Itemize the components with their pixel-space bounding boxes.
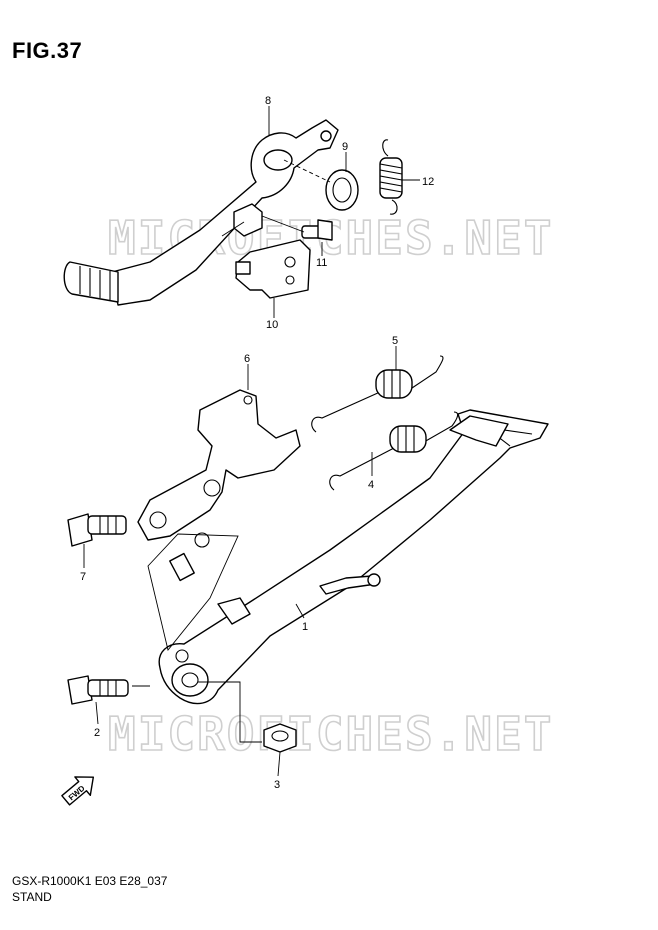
fwd-arrow-icon: FWD bbox=[61, 776, 95, 806]
part-3-nut bbox=[263, 723, 297, 753]
section-name: STAND bbox=[12, 890, 52, 904]
part-12-spring bbox=[379, 139, 403, 215]
part-8-boss bbox=[263, 149, 293, 171]
part-1-lug bbox=[217, 597, 251, 625]
callout-9: 9 bbox=[342, 141, 348, 153]
model-code: GSX-R1000K1 E03 E28_037 bbox=[12, 874, 168, 888]
callout-11: 11 bbox=[316, 257, 327, 269]
part-4-spring bbox=[329, 411, 459, 491]
callout-10: 10 bbox=[266, 319, 278, 331]
part-8-link-hole bbox=[320, 130, 332, 142]
callout-12: 12 bbox=[422, 176, 434, 188]
part-10-clip bbox=[235, 261, 251, 275]
watermark-lower: MICROFICHES.NET bbox=[108, 707, 553, 761]
part-6-tab bbox=[169, 552, 195, 582]
part-1-foot bbox=[449, 415, 509, 447]
callouts: 8 9 12 11 10 6 5 4 7 1 2 3 bbox=[80, 95, 434, 791]
part-11-bolt bbox=[301, 219, 333, 241]
part-9-washer-hole bbox=[332, 177, 352, 203]
shift-lever-assembly bbox=[63, 119, 403, 306]
figure-title: FIG.37 bbox=[12, 38, 83, 63]
callout-2: 2 bbox=[94, 727, 100, 739]
peg-ridges bbox=[79, 266, 111, 300]
callout-6: 6 bbox=[244, 353, 250, 365]
callout-5: 5 bbox=[392, 335, 398, 347]
callout-1: 1 bbox=[302, 621, 308, 633]
callout-8: 8 bbox=[265, 95, 271, 107]
callout-4: 4 bbox=[368, 479, 374, 491]
part-9-washer bbox=[325, 169, 359, 211]
part-6-bracket bbox=[137, 389, 301, 541]
leader-lines bbox=[83, 106, 420, 777]
part-1-pivot-boss bbox=[171, 663, 209, 697]
part-2-bolt bbox=[67, 675, 129, 705]
part-7-bolt bbox=[67, 513, 127, 547]
part-5-spring bbox=[311, 355, 444, 433]
callout-3: 3 bbox=[274, 779, 280, 791]
side-stand-assembly bbox=[67, 355, 549, 753]
part-8-peg-rubber bbox=[63, 261, 119, 303]
callout-7: 7 bbox=[80, 571, 86, 583]
